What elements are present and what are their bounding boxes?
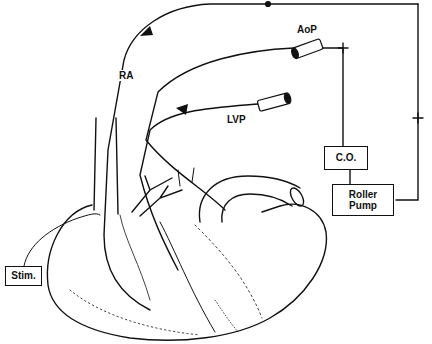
ra-catheter [104, 4, 418, 310]
stim-wire [24, 214, 100, 266]
aop-connector [290, 39, 323, 60]
tube-connector [349, 170, 350, 184]
box-label: Roller Pump [338, 189, 388, 212]
stimulator-box: Stim. [5, 266, 42, 286]
box-label: C.O. [336, 152, 357, 164]
box-label: Stim. [11, 270, 35, 282]
aop-catheter [146, 48, 294, 210]
catheter-label: LVP [226, 114, 247, 125]
lvp-connector [257, 92, 292, 111]
lvp-catheter [140, 104, 258, 270]
pump-box: Roller Pump [332, 184, 394, 216]
chamber-label: RA [118, 70, 134, 81]
heart-outline [47, 204, 326, 340]
catheter-label: AoP [296, 24, 318, 35]
cardiac-output-box: C.O. [324, 146, 368, 170]
flow-arrow [140, 26, 153, 36]
flow-arrow [176, 104, 188, 115]
